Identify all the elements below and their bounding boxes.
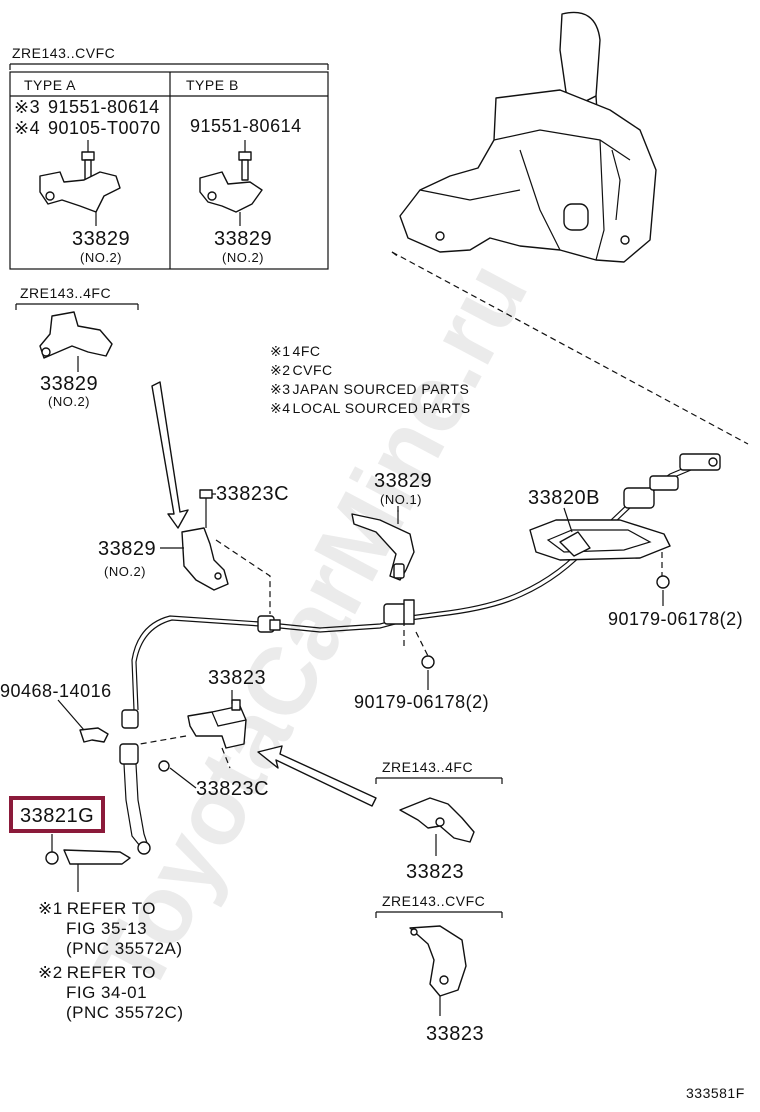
part-number[interactable]: 33829 (214, 228, 272, 250)
arrow-left (257, 745, 377, 807)
bracket-drawing (39, 311, 113, 359)
part-number[interactable]: 33823 (426, 1023, 484, 1045)
reference-pnc: (PNC 35572C) (66, 1003, 184, 1022)
note-mark: ※4 (270, 400, 291, 416)
note-mark: ※4 (14, 118, 40, 138)
bracket-drawing (39, 140, 121, 226)
lever-33821g-drawing (45, 849, 131, 892)
bracket-no2-drawing (181, 489, 229, 591)
diagram-id: 333581F (686, 1085, 745, 1101)
bracket-drawing (199, 140, 263, 226)
box-title: ZRE143..4FC (382, 759, 473, 775)
type-b-label: TYPE B (186, 77, 239, 93)
callout-33823[interactable]: 33823 (208, 667, 266, 689)
part-number[interactable]: 91551-80614 (48, 97, 160, 117)
box-4fc-top: ZRE143..4FC 33829 (NO.2) (15, 285, 139, 409)
part-sub: (NO.2) (80, 250, 122, 265)
box-4fc-bottom: ZRE143..4FC 33823 (375, 759, 503, 883)
box-cvfc-top: ZRE143..CVFC TYPE A TYPE B ※3 91551-8061… (9, 45, 329, 270)
part-sub: (NO.2) (48, 394, 90, 409)
clip-drawing (79, 727, 109, 743)
type-a-label: TYPE A (24, 77, 76, 93)
highlight-box (9, 796, 105, 833)
arrow-down (151, 381, 189, 529)
callout-33829-no1[interactable]: 33829 (374, 470, 432, 492)
reference-fig[interactable]: FIG 34-01 (66, 983, 147, 1002)
note-mark: ※2 (270, 362, 291, 378)
bracket-no1-drawing (351, 510, 435, 669)
note-text: 4FC (293, 343, 321, 359)
shift-lever-assembly (399, 11, 657, 263)
part-number[interactable]: 33829 (72, 228, 130, 250)
callout-33821g[interactable]: 33821G (20, 805, 94, 827)
part-number[interactable]: 33823 (406, 861, 464, 883)
part-number[interactable]: 90105-T0070 (48, 118, 161, 138)
note-mark: ※3 (14, 97, 40, 117)
note-text: JAPAN SOURCED PARTS (293, 381, 470, 397)
callout-sub: (NO.2) (104, 564, 146, 579)
callout-90468[interactable]: 90468-14016 (0, 681, 112, 701)
note-text: CVFC (293, 362, 333, 378)
callout-90179-right[interactable]: 90179-06178(2) (608, 609, 743, 629)
callout-90179-mid[interactable]: 90179-06178(2) (354, 692, 489, 712)
callout-33820b[interactable]: 33820B (528, 487, 600, 509)
reference-pnc: (PNC 35572A) (66, 939, 183, 958)
reference-fig[interactable]: FIG 35-13 (66, 919, 147, 938)
callout-sub: (NO.1) (380, 492, 422, 507)
callout-33823c[interactable]: 33823C (216, 483, 289, 505)
console-plate-drawing (529, 519, 671, 589)
shift-cable (119, 453, 721, 855)
callout-33823c-bottom[interactable]: 33823C (196, 778, 269, 800)
note-mark: ※1 (38, 899, 63, 918)
callout-33829-no2[interactable]: 33829 (98, 538, 156, 560)
box-cvfc-bottom: ZRE143..CVFC 33823 (375, 893, 503, 1045)
note-mark: ※1 (270, 343, 291, 359)
bracket-33823-drawing (139, 699, 247, 772)
part-number[interactable]: 33829 (40, 373, 98, 395)
reference-line: REFER TO (67, 963, 156, 982)
note-text: LOCAL SOURCED PARTS (293, 400, 471, 416)
box-title: ZRE143..4FC (20, 285, 111, 301)
box-title: ZRE143..CVFC (12, 45, 115, 61)
note-mark: ※3 (270, 381, 291, 397)
box-title: ZRE143..CVFC (382, 893, 485, 909)
part-sub: (NO.2) (222, 250, 264, 265)
note-mark: ※2 (38, 963, 63, 982)
reference-line: REFER TO (67, 899, 156, 918)
part-number[interactable]: 91551-80614 (190, 116, 302, 136)
